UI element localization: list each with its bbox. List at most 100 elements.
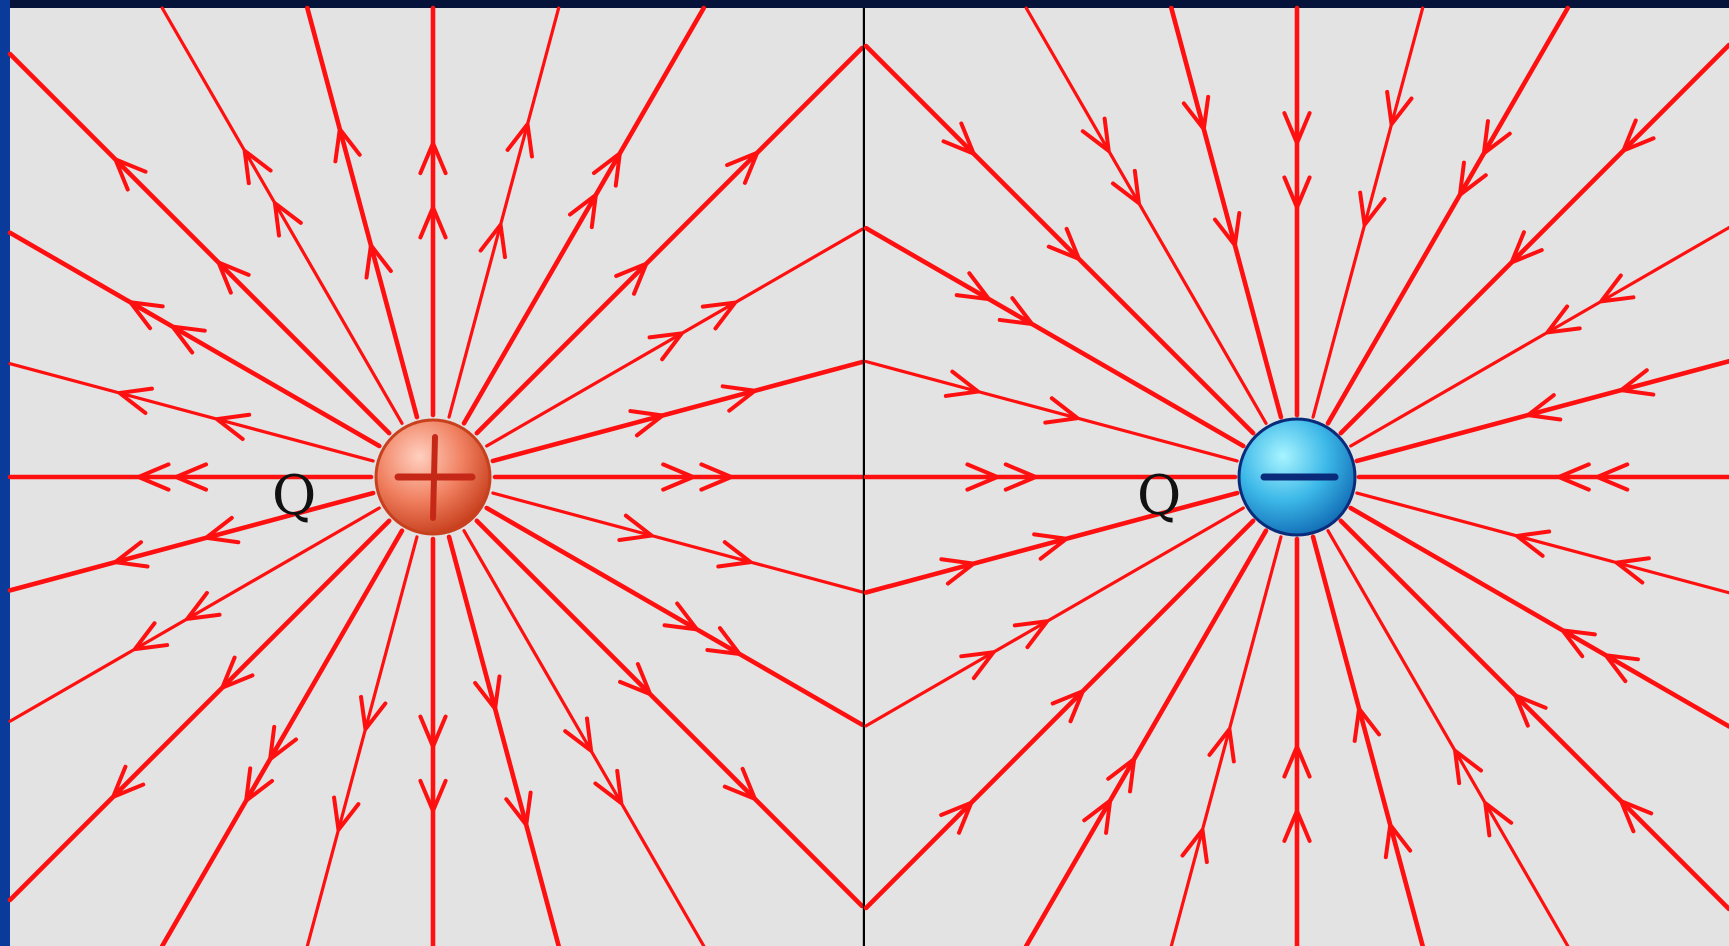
- negative-charge-panel: Q: [863, 5, 1729, 946]
- field-arrow-icon: [959, 650, 996, 681]
- field-arrow-icon: [1003, 462, 1038, 492]
- field-arrow-icon: [268, 724, 299, 762]
- field-arrow-icon: [418, 141, 448, 176]
- field-arrow-icon: [997, 296, 1035, 327]
- field-arrow-icon: [1282, 808, 1312, 843]
- field-line: [1354, 358, 1729, 464]
- field-arrow-icon: [1032, 532, 1069, 561]
- field-arrow-icon: [593, 768, 624, 806]
- field-arrow-icon: [505, 122, 534, 159]
- field-arrow-icon: [117, 386, 154, 415]
- field-arrow-icon: [1514, 529, 1552, 558]
- field-arrow-icon: [954, 271, 992, 302]
- field-line: [863, 518, 1256, 911]
- field-arrow-icon: [1082, 798, 1113, 835]
- field-line: [484, 505, 865, 727]
- field-line: [1024, 6, 1268, 425]
- field-arrow-icon: [628, 409, 665, 438]
- field-line: [8, 506, 381, 723]
- field-arrow-icon: [647, 331, 684, 362]
- field-arrow-icon: [185, 590, 222, 621]
- field-arrow-icon: [965, 462, 1000, 492]
- field-line: [485, 227, 864, 448]
- field-line: [1310, 534, 1425, 946]
- field-arrow-icon: [1282, 111, 1312, 146]
- field-line: [1325, 5, 1571, 426]
- field-line: [1355, 491, 1729, 595]
- positive-charge-panel: Q: [7, 5, 865, 946]
- field-arrow-icon: [1050, 689, 1085, 724]
- field-arrow-icon: [943, 369, 981, 398]
- field-line: [447, 6, 561, 419]
- field-arrow-icon: [618, 662, 653, 697]
- field-arrow-icon: [1526, 393, 1563, 422]
- field-arrow-icon: [1457, 160, 1488, 197]
- field-line: [1311, 6, 1425, 419]
- field-arrow-icon: [1483, 801, 1514, 838]
- field-line: [1338, 518, 1729, 912]
- field-arrow-icon: [1556, 462, 1591, 492]
- field-arrow-icon: [1282, 744, 1312, 779]
- positive-charge: [374, 418, 492, 536]
- field-arrow-icon: [136, 462, 171, 492]
- field-arrow-icon: [128, 300, 165, 331]
- field-line: [159, 528, 405, 946]
- field-arrow-icon: [939, 800, 974, 835]
- field-arrow-icon: [272, 201, 303, 238]
- field-arrow-icon: [1106, 757, 1137, 794]
- field-arrow-icon: [720, 384, 757, 413]
- negative-field-lines: [863, 5, 1729, 946]
- field-arrow-icon: [1352, 706, 1382, 743]
- field-arrow-icon: [1509, 230, 1544, 265]
- field-arrow-icon: [132, 621, 170, 652]
- field-line: [446, 534, 561, 946]
- field-arrow-icon: [1046, 226, 1081, 261]
- field-arrow-icon: [591, 151, 622, 188]
- field-arrow-icon: [1180, 827, 1209, 865]
- field-arrow-icon: [418, 205, 448, 240]
- field-arrow-icon: [359, 694, 388, 732]
- field-arrow-icon: [216, 260, 251, 295]
- field-line: [863, 225, 1246, 449]
- field-arrow-icon: [174, 462, 209, 492]
- field-line: [305, 535, 419, 946]
- field-arrow-icon: [478, 222, 507, 260]
- plus-vertical-stroke: [430, 434, 438, 521]
- field-line: [305, 5, 420, 420]
- field-arrow-icon: [1603, 653, 1640, 684]
- field-arrow-icon: [1385, 89, 1414, 127]
- field-line: [7, 230, 382, 449]
- field-arrow-icon: [617, 513, 654, 542]
- field-arrow-icon: [1043, 396, 1080, 425]
- field-line: [1348, 505, 1729, 729]
- field-arrow-icon: [1212, 211, 1242, 248]
- field-arrow-icon: [1614, 556, 1651, 585]
- field-arrow-icon: [170, 324, 207, 355]
- field-arrow-icon: [1383, 822, 1413, 860]
- field-arrow-icon: [1111, 168, 1141, 206]
- field-arrow-icon: [473, 674, 502, 711]
- field-arrow-icon: [1207, 727, 1236, 764]
- field-line: [474, 518, 865, 909]
- field-arrow-icon: [244, 766, 275, 803]
- field-line: [7, 51, 392, 436]
- field-arrow-icon: [722, 766, 757, 801]
- left-frame-strip: [0, 0, 10, 946]
- positive-charge-label: Q: [272, 464, 316, 527]
- field-arrow-icon: [204, 515, 241, 545]
- field-arrow-icon: [1012, 619, 1050, 650]
- field-arrow-icon: [242, 148, 273, 186]
- field-line: [864, 359, 1239, 463]
- field-arrow-icon: [418, 778, 448, 813]
- field-arrow-icon: [1599, 273, 1636, 304]
- field-arrow-icon: [941, 121, 976, 156]
- field-arrow-icon: [1619, 799, 1654, 834]
- field-arrow-icon: [567, 192, 598, 230]
- field-arrow-icon: [1453, 748, 1483, 786]
- field-line: [863, 490, 1240, 595]
- field-arrow-icon: [113, 540, 150, 569]
- field-arrow-icon: [662, 601, 699, 632]
- field-line: [490, 359, 865, 464]
- field-arrow-icon: [661, 462, 696, 492]
